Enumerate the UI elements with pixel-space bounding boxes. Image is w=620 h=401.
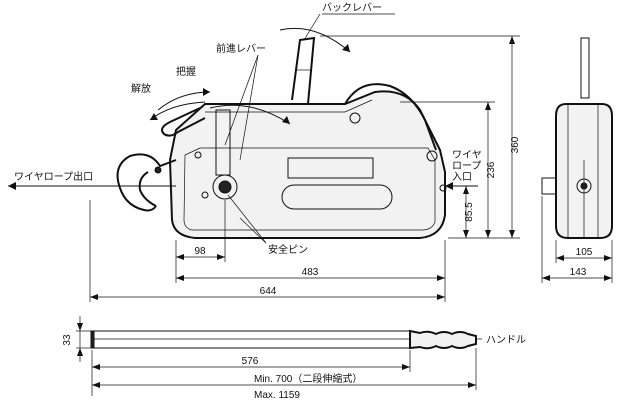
back-lever-arc xyxy=(279,27,351,53)
dim-33-arrow-bottom xyxy=(77,348,83,356)
dim-85-arrow-top xyxy=(463,186,469,194)
dim-360-arrow-top xyxy=(509,36,515,44)
top-rail xyxy=(205,99,373,113)
dim-33-arrow-top xyxy=(77,323,83,331)
dim-text-483: 483 xyxy=(302,267,319,278)
oval-slot xyxy=(281,184,393,210)
leader-lines xyxy=(224,13,395,244)
hook-inner xyxy=(138,171,157,207)
leader-safety-pin xyxy=(227,194,267,244)
label-forward-lever: 前進レバー xyxy=(216,42,266,55)
side-back-lever xyxy=(580,37,590,99)
dim-text-85-5: 85.5 xyxy=(464,202,475,222)
leader-forward-lever-2 xyxy=(239,54,259,161)
arch-guard xyxy=(344,83,437,151)
hoist-side-view xyxy=(541,37,613,283)
dim-576-arrow-right xyxy=(402,364,410,370)
handle-grip xyxy=(409,329,477,350)
back-lever-arc-head xyxy=(342,44,350,52)
hook-curve xyxy=(116,153,177,212)
dim-483-arrow-right xyxy=(437,275,445,281)
back-lever xyxy=(291,36,316,105)
dim-105-arrow-right xyxy=(604,255,612,261)
leader-back-lever xyxy=(303,13,321,41)
grip-arrowhead xyxy=(203,88,210,96)
dim-text-105: 105 xyxy=(576,247,593,258)
hoist-front-view xyxy=(168,83,447,239)
dim-text-576: 576 xyxy=(242,356,259,367)
dim-700-arrow-right xyxy=(468,382,476,388)
dim-236-arrow-bottom xyxy=(485,230,491,238)
front-dimensions xyxy=(89,35,520,302)
dim-text-max1159: Max. 1159 xyxy=(254,390,300,401)
dim-105-arrow-left xyxy=(556,255,564,261)
dim-85-arrow-bottom xyxy=(463,230,469,238)
dim-98-arrow-right xyxy=(217,254,225,260)
dim-text-360: 360 xyxy=(510,136,521,153)
dim-text-644: 644 xyxy=(260,286,277,297)
label-handle: ハンドル xyxy=(486,335,526,346)
bolt-5 xyxy=(201,191,209,199)
dim-text-98: 98 xyxy=(194,246,206,257)
label-wire-inlet-3: 入口 xyxy=(452,172,472,183)
wire-outlet-head xyxy=(8,182,16,190)
handle-tube-outer xyxy=(91,330,411,349)
inspection-window xyxy=(287,157,374,179)
dim-644-arrow-right xyxy=(437,294,445,300)
dim-text-min700: Min. 700（二段伸縮式） xyxy=(254,372,362,385)
handle-drawing xyxy=(76,316,482,396)
wire-inlet-head xyxy=(445,182,453,190)
forward-lever-arc xyxy=(209,104,291,125)
leader-forward-lever xyxy=(224,54,259,146)
handle-end-cap xyxy=(90,330,95,349)
bolt-4 xyxy=(194,151,202,159)
dim-98-arrow-left xyxy=(176,254,184,260)
dim-576-arrow-left xyxy=(92,364,100,370)
bolt-2 xyxy=(426,150,438,162)
dim-483-arrow-left xyxy=(176,275,184,281)
dim-143-arrow-right xyxy=(604,275,612,281)
label-wire-outlet: ワイヤロープ出口 xyxy=(14,170,93,183)
dim-text-236: 236 xyxy=(486,161,497,178)
bolt-1 xyxy=(349,112,361,124)
forward-lever-socket xyxy=(215,109,231,176)
labels: バックレバー 前進レバー 把握 解放 ワイヤロープ出口 ワイヤ ロープ 入口 安… xyxy=(14,2,526,346)
leader-safety-pin-2 xyxy=(239,217,267,244)
forward-lever-arc-head xyxy=(282,116,290,124)
dim-644-arrow-left xyxy=(90,294,98,300)
dim-236-arrow-top xyxy=(485,102,491,110)
label-grip: 把握 xyxy=(176,65,196,78)
hook xyxy=(116,153,177,212)
wire-inlet-arrow xyxy=(445,182,478,190)
label-safety-pin: 安全ピン xyxy=(268,243,308,256)
release-arrowhead xyxy=(150,113,158,120)
back-lever-post xyxy=(291,36,316,105)
label-release: 解放 xyxy=(131,82,151,95)
shaft-hub-inner xyxy=(218,180,232,194)
dimension-text: 360 236 85.5 98 483 644 105 143 33 576 M… xyxy=(62,136,593,401)
bolt-3 xyxy=(439,184,447,192)
label-back-lever: バックレバー xyxy=(322,2,382,14)
dim-360-arrow-bottom xyxy=(509,230,515,238)
dim-143-arrow-left xyxy=(542,275,550,281)
label-wire-inlet-2: ロープ xyxy=(452,160,481,172)
dim-text-33: 33 xyxy=(62,334,73,346)
label-wire-inlet-1: ワイヤ xyxy=(452,150,482,161)
inner-plate xyxy=(183,147,436,231)
release-lever xyxy=(161,107,206,137)
dim-700-arrow-left xyxy=(92,382,100,388)
hoist-body xyxy=(168,90,446,239)
wire-outlet-arrow xyxy=(8,182,176,190)
hook-eye xyxy=(154,166,162,174)
side-hook-boss xyxy=(541,177,557,195)
dim-text-143: 143 xyxy=(570,267,587,278)
grip-release-lever xyxy=(161,107,206,137)
motion-arrows xyxy=(149,27,351,125)
